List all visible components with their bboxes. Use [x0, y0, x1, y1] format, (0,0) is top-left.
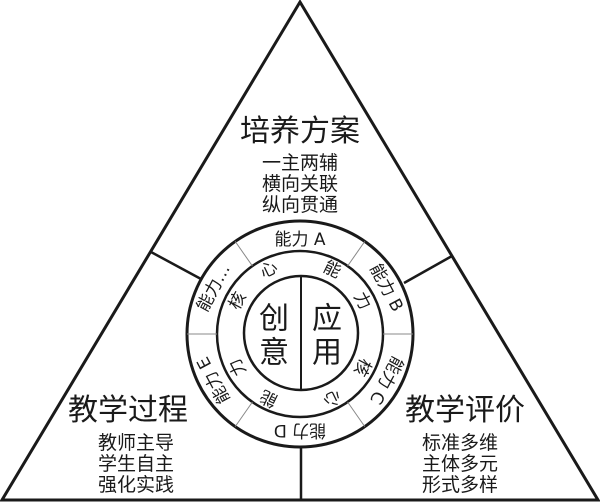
section-teaching-process: 教学过程 教师主导 学生自主 强化实践 [68, 393, 188, 496]
core-right-char: 应 [312, 302, 342, 337]
section-line: 一主两辅 [262, 152, 338, 174]
section-line: 强化实践 [98, 474, 174, 496]
section-teaching-evaluation: 教学评价 标准多维 主体多元 形式多样 [405, 393, 525, 496]
divider-right [403, 254, 453, 285]
section-title-curriculum: 培养方案 [240, 114, 360, 149]
divider-left [150, 250, 202, 281]
section-line: 形式多样 [422, 474, 498, 496]
core-left-char: 创 [259, 302, 289, 337]
section-line: 标准多维 [422, 432, 498, 454]
competency-label-a: 能力 A [274, 230, 325, 250]
competency-wheel: 能力 A 能力 B 能力 C 能力 D 能力 E 能力… 核 心 能 力 核 心… [185, 219, 415, 449]
section-line: 学生自主 [98, 453, 174, 475]
section-line: 教师主导 [98, 432, 174, 454]
core-right-char: 用 [312, 336, 342, 371]
section-title-teaching-evaluation: 教学评价 [405, 393, 525, 428]
competency-label-d: 能力 D [274, 420, 327, 440]
core-left-char: 意 [259, 336, 289, 371]
section-curriculum: 培养方案 一主两辅 横向关联 纵向贯通 [240, 114, 360, 216]
section-line: 横向关联 [262, 173, 338, 195]
section-line: 纵向贯通 [262, 194, 338, 216]
section-title-teaching-process: 教学过程 [68, 393, 188, 428]
outer-ring-ticks [187, 241, 413, 427]
section-line: 主体多元 [422, 453, 498, 475]
